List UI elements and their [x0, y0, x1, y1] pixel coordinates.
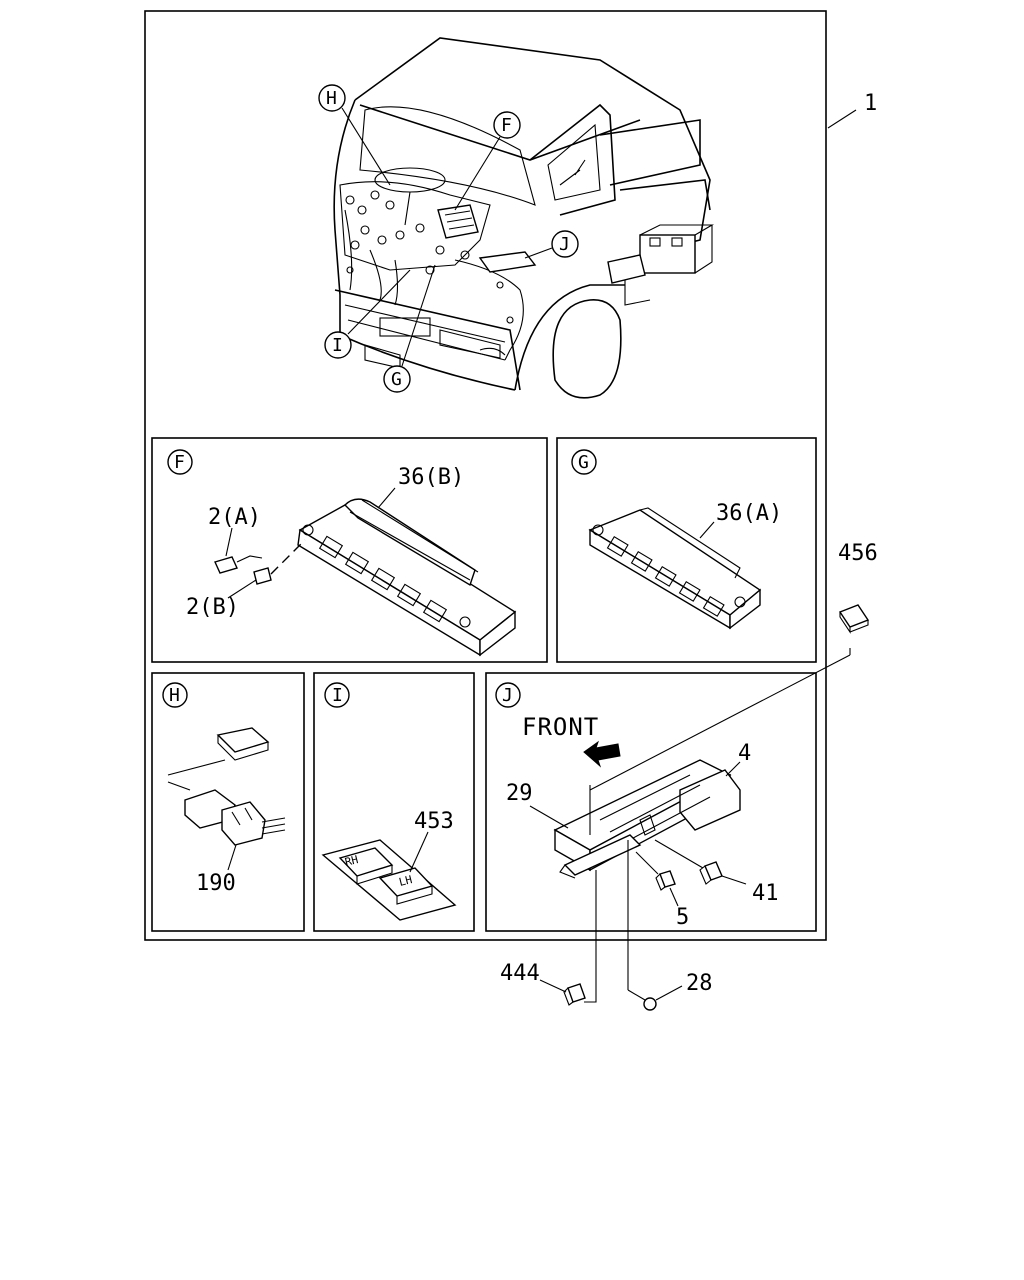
truck-illustration	[318, 37, 715, 399]
panel-I	[313, 672, 475, 932]
clip-444	[563, 983, 586, 1006]
callout-J-bubble	[551, 230, 579, 258]
label-tag-453	[321, 839, 457, 921]
callout-F-bubble	[493, 111, 521, 139]
label-2a: 2(A)	[208, 505, 261, 530]
label-29: 29	[506, 781, 533, 806]
label-2b: 2(B)	[186, 595, 239, 620]
panel-F	[151, 437, 548, 663]
front-label: FRONT	[522, 713, 599, 741]
pad-456	[838, 604, 870, 634]
label-36a: 36(A)	[716, 501, 782, 526]
fuse-box-bracket	[553, 759, 741, 879]
callout-J-letter: J	[559, 234, 570, 255]
clip-41	[699, 861, 723, 885]
connector-190	[167, 727, 286, 846]
panel-I-letter: I	[332, 685, 343, 706]
connector-2b	[253, 539, 306, 585]
screw-28	[627, 989, 657, 1011]
tag-rh-text: RH	[344, 853, 360, 869]
panel-G	[556, 437, 817, 663]
tag-lh-text: LH	[398, 873, 414, 889]
label-4: 4	[738, 741, 751, 766]
panel-F-letter: F	[174, 452, 185, 473]
callout-I-bubble	[324, 331, 352, 359]
panel-G-letter: G	[578, 452, 589, 473]
callout-G-letter: G	[391, 369, 402, 390]
panel-J-letter: J	[502, 685, 513, 706]
callout-F-letter: F	[501, 115, 512, 136]
panel-J	[485, 672, 817, 932]
front-arrow-icon	[583, 740, 621, 768]
panel-H	[151, 672, 305, 932]
label-453: 453	[414, 809, 454, 834]
relay-box-36b	[297, 498, 517, 657]
callout-I-letter: I	[332, 335, 343, 356]
label-5: 5	[676, 905, 689, 930]
callout-G-bubble	[383, 365, 411, 393]
label-444: 444	[500, 961, 540, 986]
label-190: 190	[196, 871, 236, 896]
label-456: 456	[838, 541, 878, 566]
label-28: 28	[686, 971, 713, 996]
label-36b: 36(B)	[398, 465, 464, 490]
callout-main-label: 1	[864, 91, 877, 116]
relay-box-36a	[588, 507, 762, 630]
outer-frame	[144, 10, 827, 941]
connector-2a	[214, 555, 263, 574]
label-41: 41	[752, 881, 779, 906]
clip-5	[655, 870, 676, 891]
callout-H-bubble	[318, 84, 346, 112]
panel-H-letter: H	[169, 685, 180, 706]
callout-H-letter: H	[326, 88, 337, 109]
